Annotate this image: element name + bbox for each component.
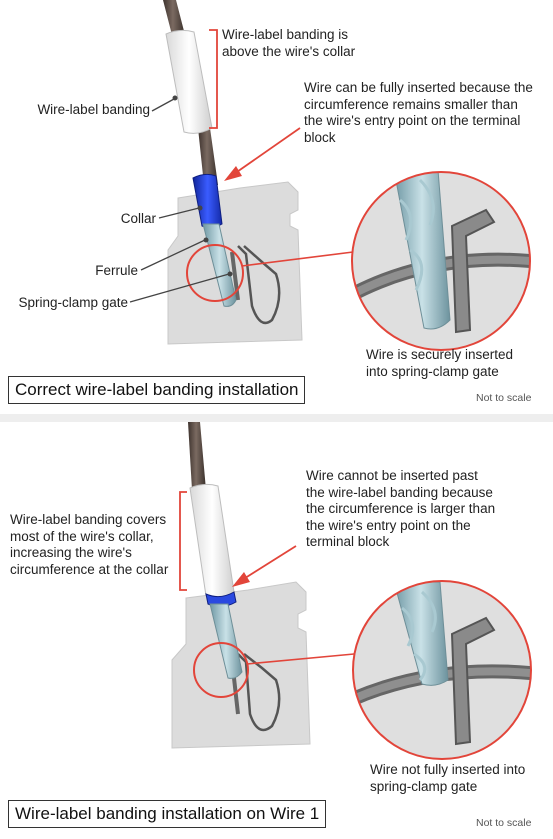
- insertion-callout-arrow: [233, 127, 301, 175]
- cannot-insert-label: Wire cannot be inserted past the wire-la…: [306, 468, 496, 549]
- bottom-scale-note: Not to scale: [476, 817, 532, 829]
- wire-label-banding: [189, 483, 235, 598]
- spring-clamp: [237, 245, 281, 325]
- spring-clamp-gate-label: Spring-clamp gate: [18, 295, 128, 310]
- wire-1-installation-title: Wire-label banding installation on Wire …: [8, 800, 327, 828]
- inspection-circle: [186, 244, 244, 302]
- ferrule-label: Ferrule: [95, 263, 138, 278]
- banding-position-label: Wire-label banding is above the wire's c…: [222, 27, 356, 59]
- correct-installation-title: Correct wire-label banding installation: [8, 376, 306, 404]
- banding-covers-label: Wire-label banding covers most of the wi…: [10, 512, 169, 577]
- spring-clamp: [237, 653, 281, 732]
- inspection-circle: [193, 642, 249, 698]
- wire-1-installation-panel: Wire cannot be inserted past the wire-la…: [0, 422, 553, 839]
- zoom-detail-securely-inserted: [352, 172, 530, 334]
- correct-installation-panel: Wire-label banding is above the wire's c…: [0, 0, 553, 414]
- wire-insulation: [188, 422, 206, 490]
- not-fully-inserted-label: Wire not fully inserted into spring-clam…: [370, 762, 526, 794]
- top-scale-note: Not to scale: [476, 392, 532, 404]
- banding-bracket: [209, 29, 218, 129]
- panel-separator: [0, 414, 553, 422]
- correct-installation-illustration: [129, 0, 531, 351]
- wire-insulation: [163, 0, 185, 35]
- wire-label-banding-label: Wire-label banding: [37, 102, 150, 117]
- cannot-insert-callout-arrow: [241, 545, 297, 581]
- wire-ferrule: [209, 603, 243, 679]
- banding-bracket: [179, 491, 187, 591]
- collar-label: Collar: [120, 211, 156, 226]
- securely-inserted-label: Wire is securely inserted into spring-cl…: [366, 347, 514, 379]
- wire-label-banding: [165, 29, 213, 134]
- zoom-detail-not-fully-inserted: [353, 581, 531, 746]
- fully-inserted-label: Wire can be fully inserted because the c…: [304, 80, 533, 145]
- wire-1-installation-illustration: [171, 422, 532, 760]
